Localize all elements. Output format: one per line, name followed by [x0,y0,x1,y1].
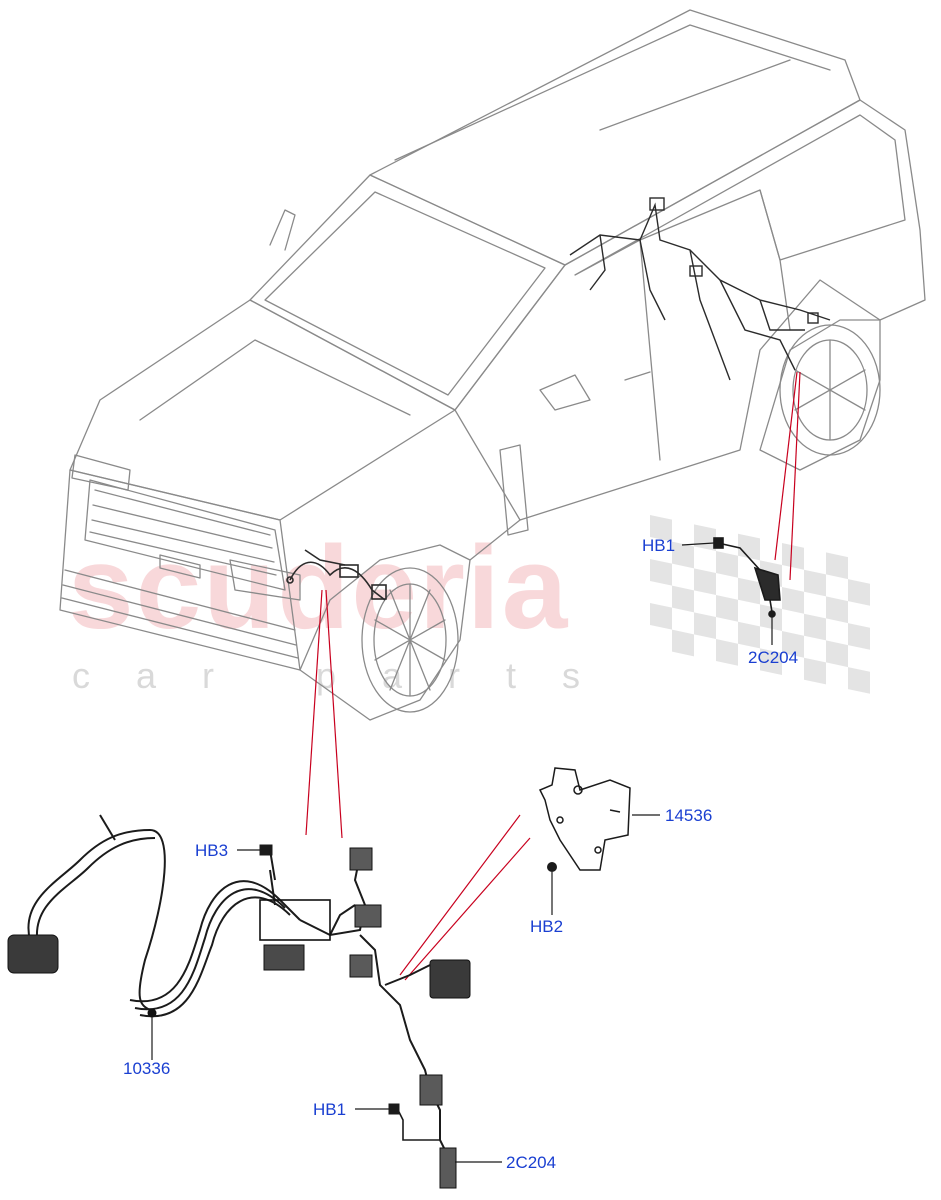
callout-hb2: HB2 [530,917,564,936]
callout-hb1-bottom: HB1 [313,1100,347,1119]
callout-2c204-top: 2C204 [748,648,799,667]
callout-hb1-top: HB1 [642,536,676,555]
callout-hb3: HB3 [195,841,229,860]
watermark-brand: scuderia [68,522,570,654]
callout-10336: 10336 [123,1059,171,1078]
callout-2c204-bottom: 2C204 [506,1153,557,1172]
callout-14536: 14536 [665,806,713,825]
